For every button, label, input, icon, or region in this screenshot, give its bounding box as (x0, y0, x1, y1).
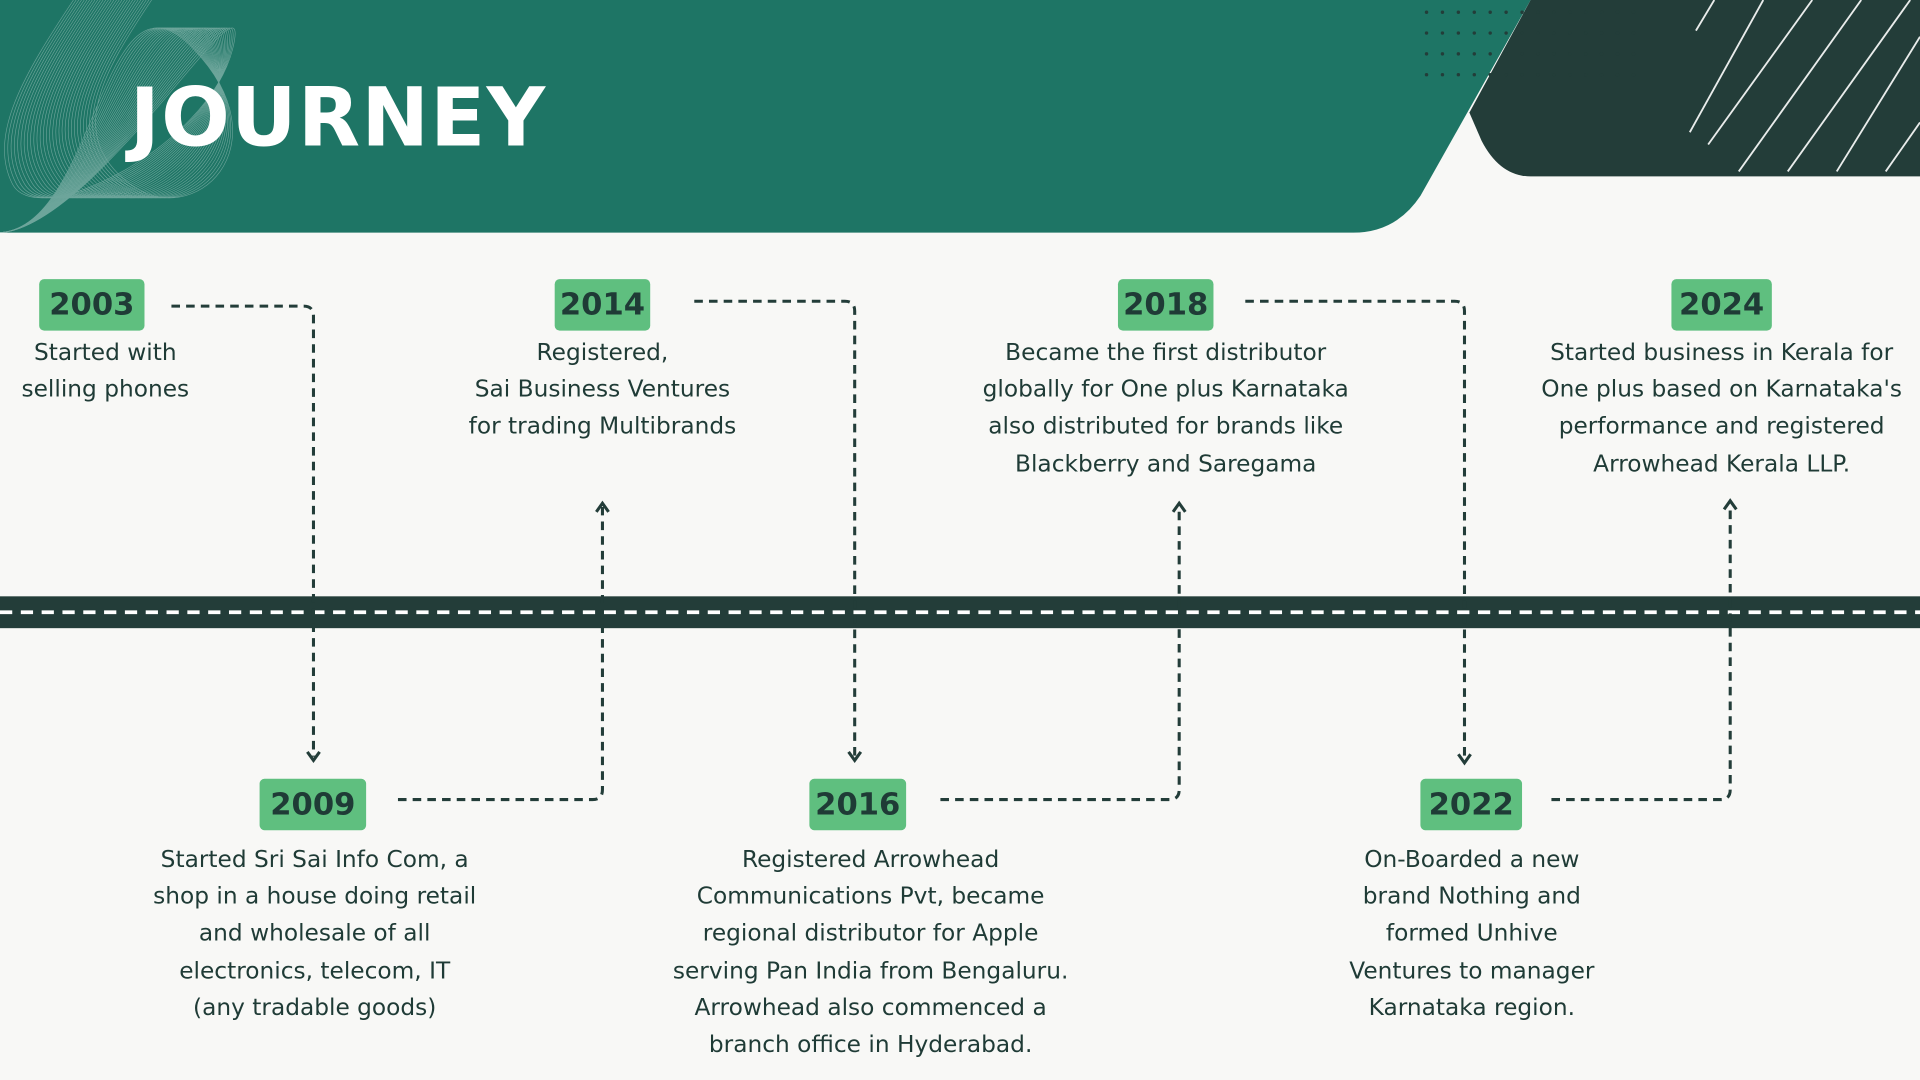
connector-2022-2024 (1551, 504, 1732, 802)
year-badge-2003: 2003 (39, 279, 145, 331)
milestone-2022-text: On-Boarded a new brand Nothing and forme… (1349, 846, 1595, 1021)
connector-2009-2014 (397, 506, 604, 802)
wave-lines-decoration (0, 0, 236, 233)
milestone-2016-text: Registered Arrowhead Communications Pvt,… (672, 846, 1069, 1058)
connector-2014-2016 (694, 299, 857, 757)
year-badge-2018: 2018 (1117, 279, 1214, 331)
milestone-2009-text: Started Sri Sai Info Com, a shop in a ho… (153, 846, 477, 1021)
year-badge-2024: 2024 (1671, 279, 1772, 331)
connector-2016-2018 (940, 506, 1181, 802)
milestone-2014-text: Registered, Sai Business Ventures for tr… (468, 339, 737, 441)
page-title: JOURNEY (129, 71, 547, 166)
dark-corner-shape (1469, 0, 1920, 177)
year-badge-2014: 2014 (554, 279, 651, 331)
year-badge-2016: 2016 (809, 778, 907, 831)
header-band (0, 0, 1531, 233)
arrow-down-icon (306, 750, 321, 764)
dot-grid-decoration (1424, 10, 1636, 77)
arrow-up-icon (1722, 498, 1738, 511)
connector-2003-2009 (171, 304, 316, 757)
connector-2018-2022 (1245, 299, 1467, 760)
milestone-2024-text: Started business in Kerala for One plus … (1541, 339, 1902, 478)
milestone-2003-text: Started with selling phones (21, 339, 190, 404)
year-badge-2009: 2009 (259, 778, 367, 831)
arrow-down-icon (1457, 753, 1472, 766)
arrow-up-icon (595, 500, 610, 513)
arrow-up-icon (1171, 500, 1187, 513)
diagonal-lines-decoration (1688, 0, 1920, 172)
milestone-2018-text: Became the first distributor globally fo… (982, 339, 1349, 478)
arrow-down-icon (847, 750, 863, 764)
year-badge-2022: 2022 (1420, 778, 1523, 831)
